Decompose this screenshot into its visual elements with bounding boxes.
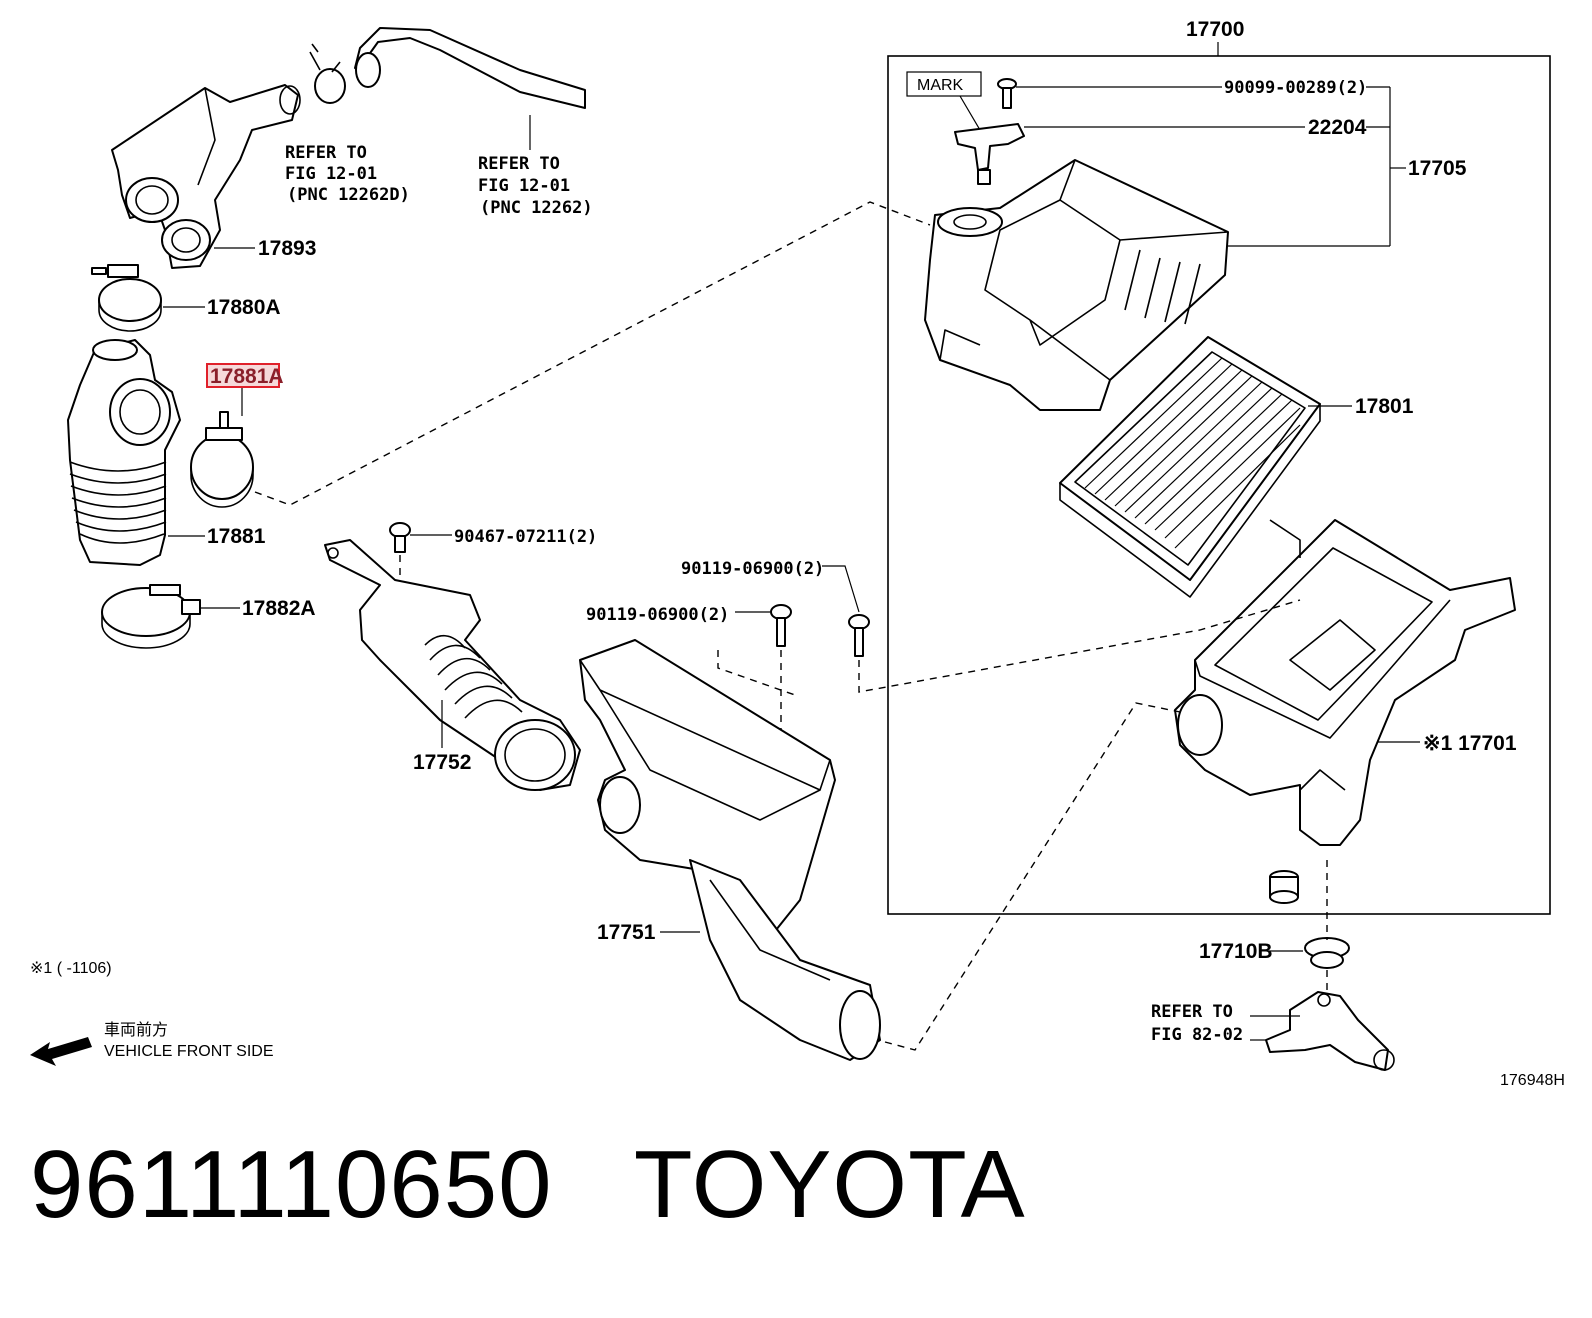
hose-17893[interactable] <box>111 84 301 269</box>
label-17700[interactable]: 17700 <box>1186 18 1244 41</box>
screw-90099[interactable] <box>997 78 1017 109</box>
front-label-en: VEHICLE FRONT SIDE <box>104 1043 274 1060</box>
label-17752[interactable]: 17752 <box>413 751 471 774</box>
label-90099[interactable]: 90099-00289(2) <box>1224 78 1367 98</box>
label-90119-a[interactable]: 90119-06900(2) <box>586 605 729 625</box>
label-17880A[interactable]: 17880A <box>207 296 281 319</box>
clip-90467[interactable] <box>389 522 411 553</box>
caption-part-number: 9611110650 <box>30 1131 553 1238</box>
refer-12262D-line1: REFER TO <box>285 143 367 163</box>
label-17882A[interactable]: 17882A <box>242 597 316 620</box>
refer-12262-line3: (PNC 12262) <box>480 198 593 218</box>
label-90467[interactable]: 90467-07211(2) <box>454 527 597 547</box>
refer-12262D-line3: (PNC 12262D) <box>287 185 410 205</box>
bolt-90119-a[interactable] <box>770 604 792 647</box>
caption-brand: TOYOTA <box>633 1131 1026 1238</box>
footnote: ※1 ( -1106) <box>30 960 112 977</box>
refer-12262D-line2: FIG 12-01 <box>285 164 377 184</box>
front-label-jp: 車両前方 <box>104 1021 168 1039</box>
refer-82-02-line1: REFER TO <box>1151 1002 1233 1022</box>
intake-duct-17752[interactable] <box>324 539 581 791</box>
air-cleaner-cap-17705[interactable] <box>924 159 1229 411</box>
intake-hose-17881[interactable] <box>67 339 181 566</box>
refer-82-02-line2: FIG 82-02 <box>1151 1025 1243 1045</box>
label-17705[interactable]: 17705 <box>1408 157 1467 180</box>
label-17701[interactable]: ※1 17701 <box>1423 732 1517 755</box>
air-filter-element-17801[interactable] <box>1059 336 1321 598</box>
air-cleaner-case-17701[interactable] <box>1174 519 1516 846</box>
highlight-box-17881A <box>206 363 280 388</box>
label-17710B[interactable]: 17710B <box>1199 940 1273 963</box>
clip <box>309 43 346 104</box>
clamp-17880A[interactable] <box>91 264 162 332</box>
diagram-id: 176948H <box>1500 1072 1565 1089</box>
cushion-17710B[interactable] <box>1304 937 1350 969</box>
bolt-90119-b[interactable] <box>848 614 870 657</box>
mass-air-flow-sensor-22204[interactable] <box>954 123 1025 185</box>
refer-12262-line2: FIG 12-01 <box>478 176 570 196</box>
grommet[interactable] <box>1269 870 1299 904</box>
clamp-17882A[interactable] <box>101 584 201 649</box>
label-90119-b[interactable]: 90119-06900(2) <box>681 559 824 579</box>
refer-12262-line1: REFER TO <box>478 154 560 174</box>
bracket <box>1265 991 1395 1071</box>
label-22204[interactable]: 22204 <box>1308 116 1367 139</box>
front-arrow-icon <box>30 1037 92 1066</box>
assembly-frame-17700 <box>887 55 1551 915</box>
label-mark: MARK <box>917 77 964 94</box>
label-17801[interactable]: 17801 <box>1355 395 1414 418</box>
resonator-17751[interactable] <box>579 639 881 1061</box>
pipe <box>354 27 586 109</box>
label-17881[interactable]: 17881 <box>207 525 266 548</box>
label-17893[interactable]: 17893 <box>258 237 316 260</box>
mark-box <box>906 71 982 97</box>
label-17751[interactable]: 17751 <box>597 921 656 944</box>
part-caption: 9611110650 TOYOTA <box>30 1130 1026 1240</box>
clamp-17881A[interactable] <box>190 411 254 508</box>
label-17881A[interactable]: 17881A <box>210 365 284 388</box>
